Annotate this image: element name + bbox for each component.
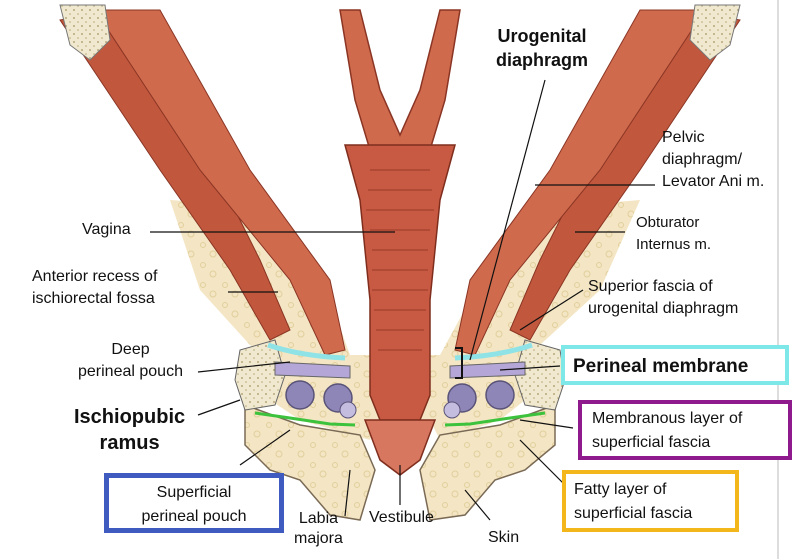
label-deep-perineal-pouch: Deep perineal pouch (78, 339, 183, 383)
membranous-layer-box: Membranous layer of superficial fascia (578, 400, 792, 460)
label-perineal-membrane: Perineal membrane (573, 355, 785, 379)
label-fatty-layer: Fatty layer of superficial fascia (574, 478, 735, 526)
label-ischiopubic-ramus: Ischiopubic ramus (74, 404, 185, 456)
label-vagina: Vagina (82, 220, 131, 239)
perineal-membrane-box: Perineal membrane (561, 345, 789, 385)
superficial-perineal-pouch-box: Superficial perineal pouch (104, 473, 284, 533)
label-superficial-perineal-pouch: Superficial perineal pouch (109, 481, 279, 529)
label-vestibule: Vestibule (369, 508, 434, 527)
label-anterior-recess: Anterior recess of ischiorectal fossa (32, 266, 157, 310)
uterus (340, 10, 460, 150)
label-labia-majora: Labia majora (294, 509, 343, 549)
label-urogenital-diaphragm: Urogenital diaphragm (496, 24, 588, 72)
label-pelvic-diaphragm: Pelvic diaphragm/ Levator Ani m. (662, 127, 764, 193)
label-skin: Skin (488, 528, 519, 547)
label-superior-fascia: Superior fascia of urogenital diaphragm (588, 276, 738, 320)
label-obturator-internus: Obturator Internus m. (636, 212, 711, 256)
fatty-layer-box: Fatty layer of superficial fascia (562, 470, 739, 532)
label-membranous-layer: Membranous layer of superficial fascia (592, 407, 788, 455)
